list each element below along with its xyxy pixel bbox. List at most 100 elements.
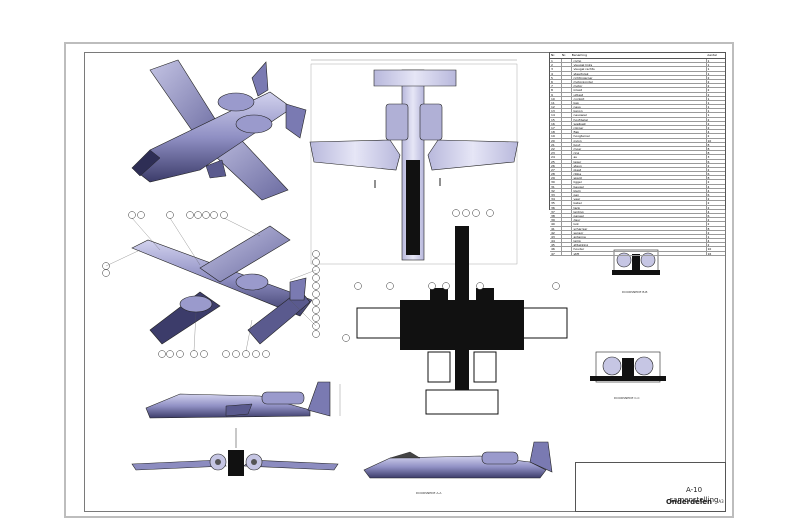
bom-cell-blank	[562, 197, 573, 201]
bom-cell-name: vleugel rechts	[572, 67, 707, 71]
bom-cell-name: pen	[572, 193, 707, 197]
bom-cell-name: plaat	[572, 167, 707, 172]
bom-cell-qty: 6	[707, 193, 710, 197]
bom-cell-nr: 42	[550, 230, 562, 234]
bom-cell-nr: 17	[550, 126, 562, 130]
bom-cell-blank	[562, 251, 573, 255]
bom-cell-name: tank	[572, 205, 707, 209]
bom-cell-name: uitlaat	[572, 92, 707, 96]
bom-cell-nr: 11	[550, 100, 562, 105]
bom-cell-nr: 3	[550, 67, 562, 71]
bom-cell-nr: 5	[550, 75, 562, 79]
bom-cell-nr: 22	[550, 146, 562, 151]
bom-cell-blank	[562, 121, 573, 125]
bom-cell-blank	[562, 213, 573, 218]
bom-cell-blank	[562, 67, 573, 71]
bom-cell-qty: 6	[707, 172, 710, 176]
bom-cell-qty: 4	[707, 239, 710, 243]
bom-cell-name: as	[572, 155, 707, 159]
bom-cell-blank	[562, 113, 573, 117]
bottom-view	[342, 209, 568, 415]
bom-cell-qty: 8	[707, 226, 710, 230]
bom-cell-blank	[562, 243, 573, 247]
bom-header: Nr. Nr. Benaming Aantal	[550, 53, 725, 59]
bom-cell-nr: 30	[550, 180, 562, 184]
bom-cell-blank	[562, 184, 573, 188]
bom-cell-qty: 16	[707, 251, 712, 255]
bom-cell-nr: 31	[550, 184, 562, 188]
bom-cell-name: ribbe	[572, 172, 707, 176]
bom-cell-blank	[562, 79, 573, 84]
bom-cell-qty: 4	[707, 130, 710, 134]
section-label-a: DOORSNEDE A-A	[416, 491, 442, 495]
bom-cell-nr: 46	[550, 247, 562, 251]
bom-header-nr2: Nr.	[561, 53, 567, 57]
bom-cell-qty: 2	[707, 180, 710, 184]
bom-cell-name: ligger	[572, 180, 707, 184]
bom-cell-nr: 12	[550, 105, 562, 109]
bom-cell-name: hoogteroer	[572, 134, 707, 138]
bom-cell-nr: 24	[550, 155, 562, 159]
bom-cell-name: flap	[572, 130, 707, 134]
bom-cell-qty: 2	[707, 134, 710, 138]
bom-cell-nr: 36	[550, 205, 562, 209]
bom-cell-blank	[562, 96, 573, 100]
bom-cell-name: pylon	[572, 138, 707, 142]
bom-cell-blank	[562, 63, 573, 67]
bom-cell-qty: 1	[707, 113, 710, 117]
bom-cell-nr: 27	[550, 167, 562, 172]
bom-cell-nr: 41	[550, 226, 562, 230]
bom-cell-blank	[562, 230, 573, 234]
bom-cell-nr: 33	[550, 193, 562, 197]
bom-cell-name: vleugel links	[572, 63, 707, 67]
bom-cell-name: houder	[572, 247, 707, 251]
bom-cell-blank	[562, 142, 573, 146]
bom-cell-name: paneel	[572, 213, 707, 218]
bom-cell-name: staartvlak	[572, 71, 707, 75]
bom-cell-blank	[562, 226, 573, 230]
bom-cell-qty: 4	[707, 188, 710, 192]
bom-header-qty: Aantal	[707, 53, 717, 57]
bom-cell-qty: 1	[707, 67, 710, 71]
bom-cell-name: kabel	[572, 201, 707, 205]
bom-cell-blank	[562, 239, 573, 243]
bom-cell-nr: 32	[550, 188, 562, 192]
bom-cell-qty: 1	[707, 100, 710, 105]
bom-cell-name: afdekking	[572, 243, 707, 247]
bom-cell-blank	[562, 188, 573, 192]
bom-cell-qty: 1	[707, 109, 710, 113]
bom-cell-nr: 13	[550, 109, 562, 113]
bom-cell-name: kap	[572, 100, 707, 105]
bom-cell-qty: 1	[707, 105, 710, 109]
bom-cell-name: steun	[572, 163, 707, 167]
bom-cell-name: bout	[572, 142, 707, 146]
bom-cell-nr: 45	[550, 243, 562, 247]
bom-cell-nr: 44	[550, 239, 562, 243]
bom-cell-qty: 2	[707, 92, 710, 96]
bom-cell-nr: 20	[550, 138, 562, 142]
bom-cell-blank	[562, 163, 573, 167]
bom-cell-name: kanon	[572, 109, 707, 113]
exploded-isometric-view	[102, 211, 320, 358]
bom-cell-qty: 8	[707, 142, 710, 146]
bom-header-name: Benaming	[571, 53, 587, 57]
bom-cell-name: antenne	[572, 234, 707, 239]
bom-cell-name: leiding	[572, 209, 707, 213]
bom-cell-qty: 10	[707, 247, 712, 251]
